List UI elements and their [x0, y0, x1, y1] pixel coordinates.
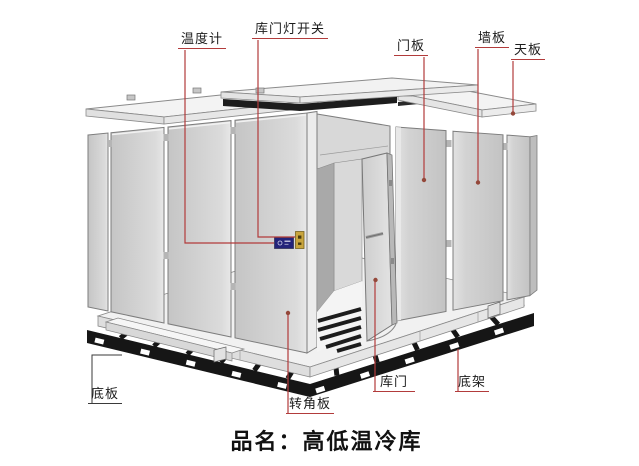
doorway-interior-side: [316, 162, 335, 313]
roof-panels: [85, 77, 537, 125]
label-wall-panel: 墙板: [475, 30, 510, 48]
product-name-caption: 品名：高低温冷库: [230, 429, 423, 454]
corner-return-face: [306, 110, 318, 354]
label-base-frame: 底架: [455, 374, 490, 392]
label-door: 库门: [373, 374, 416, 392]
label-door-light-switch: 库门灯开关: [252, 21, 329, 39]
label-bottom-panel: 底板: [88, 386, 123, 404]
right-wall-panels: [316, 113, 538, 353]
interior-floor-grid: [317, 307, 362, 353]
door-open: [361, 152, 398, 342]
wall-panel-shape: [452, 130, 504, 311]
label-corner-panel: 转角板: [286, 396, 335, 414]
left-wall-panels: [87, 110, 318, 354]
door-panel-shape: [395, 126, 447, 322]
callout-bottom-panel: [91, 354, 122, 404]
callout-lines: [91, 40, 516, 414]
door-edge: [386, 152, 398, 326]
callout-thermometer: [184, 50, 274, 244]
callout-door-light-switch: [257, 40, 295, 238]
doorway-interior-back: [333, 158, 363, 292]
label-thermometer: 温度计: [178, 31, 227, 49]
light-switch-device: [295, 231, 305, 249]
thermometer-device: [274, 237, 294, 249]
label-ceiling-panel: 天板: [511, 42, 546, 60]
door-handle: [365, 232, 384, 239]
label-door-panel: 门板: [394, 38, 429, 56]
